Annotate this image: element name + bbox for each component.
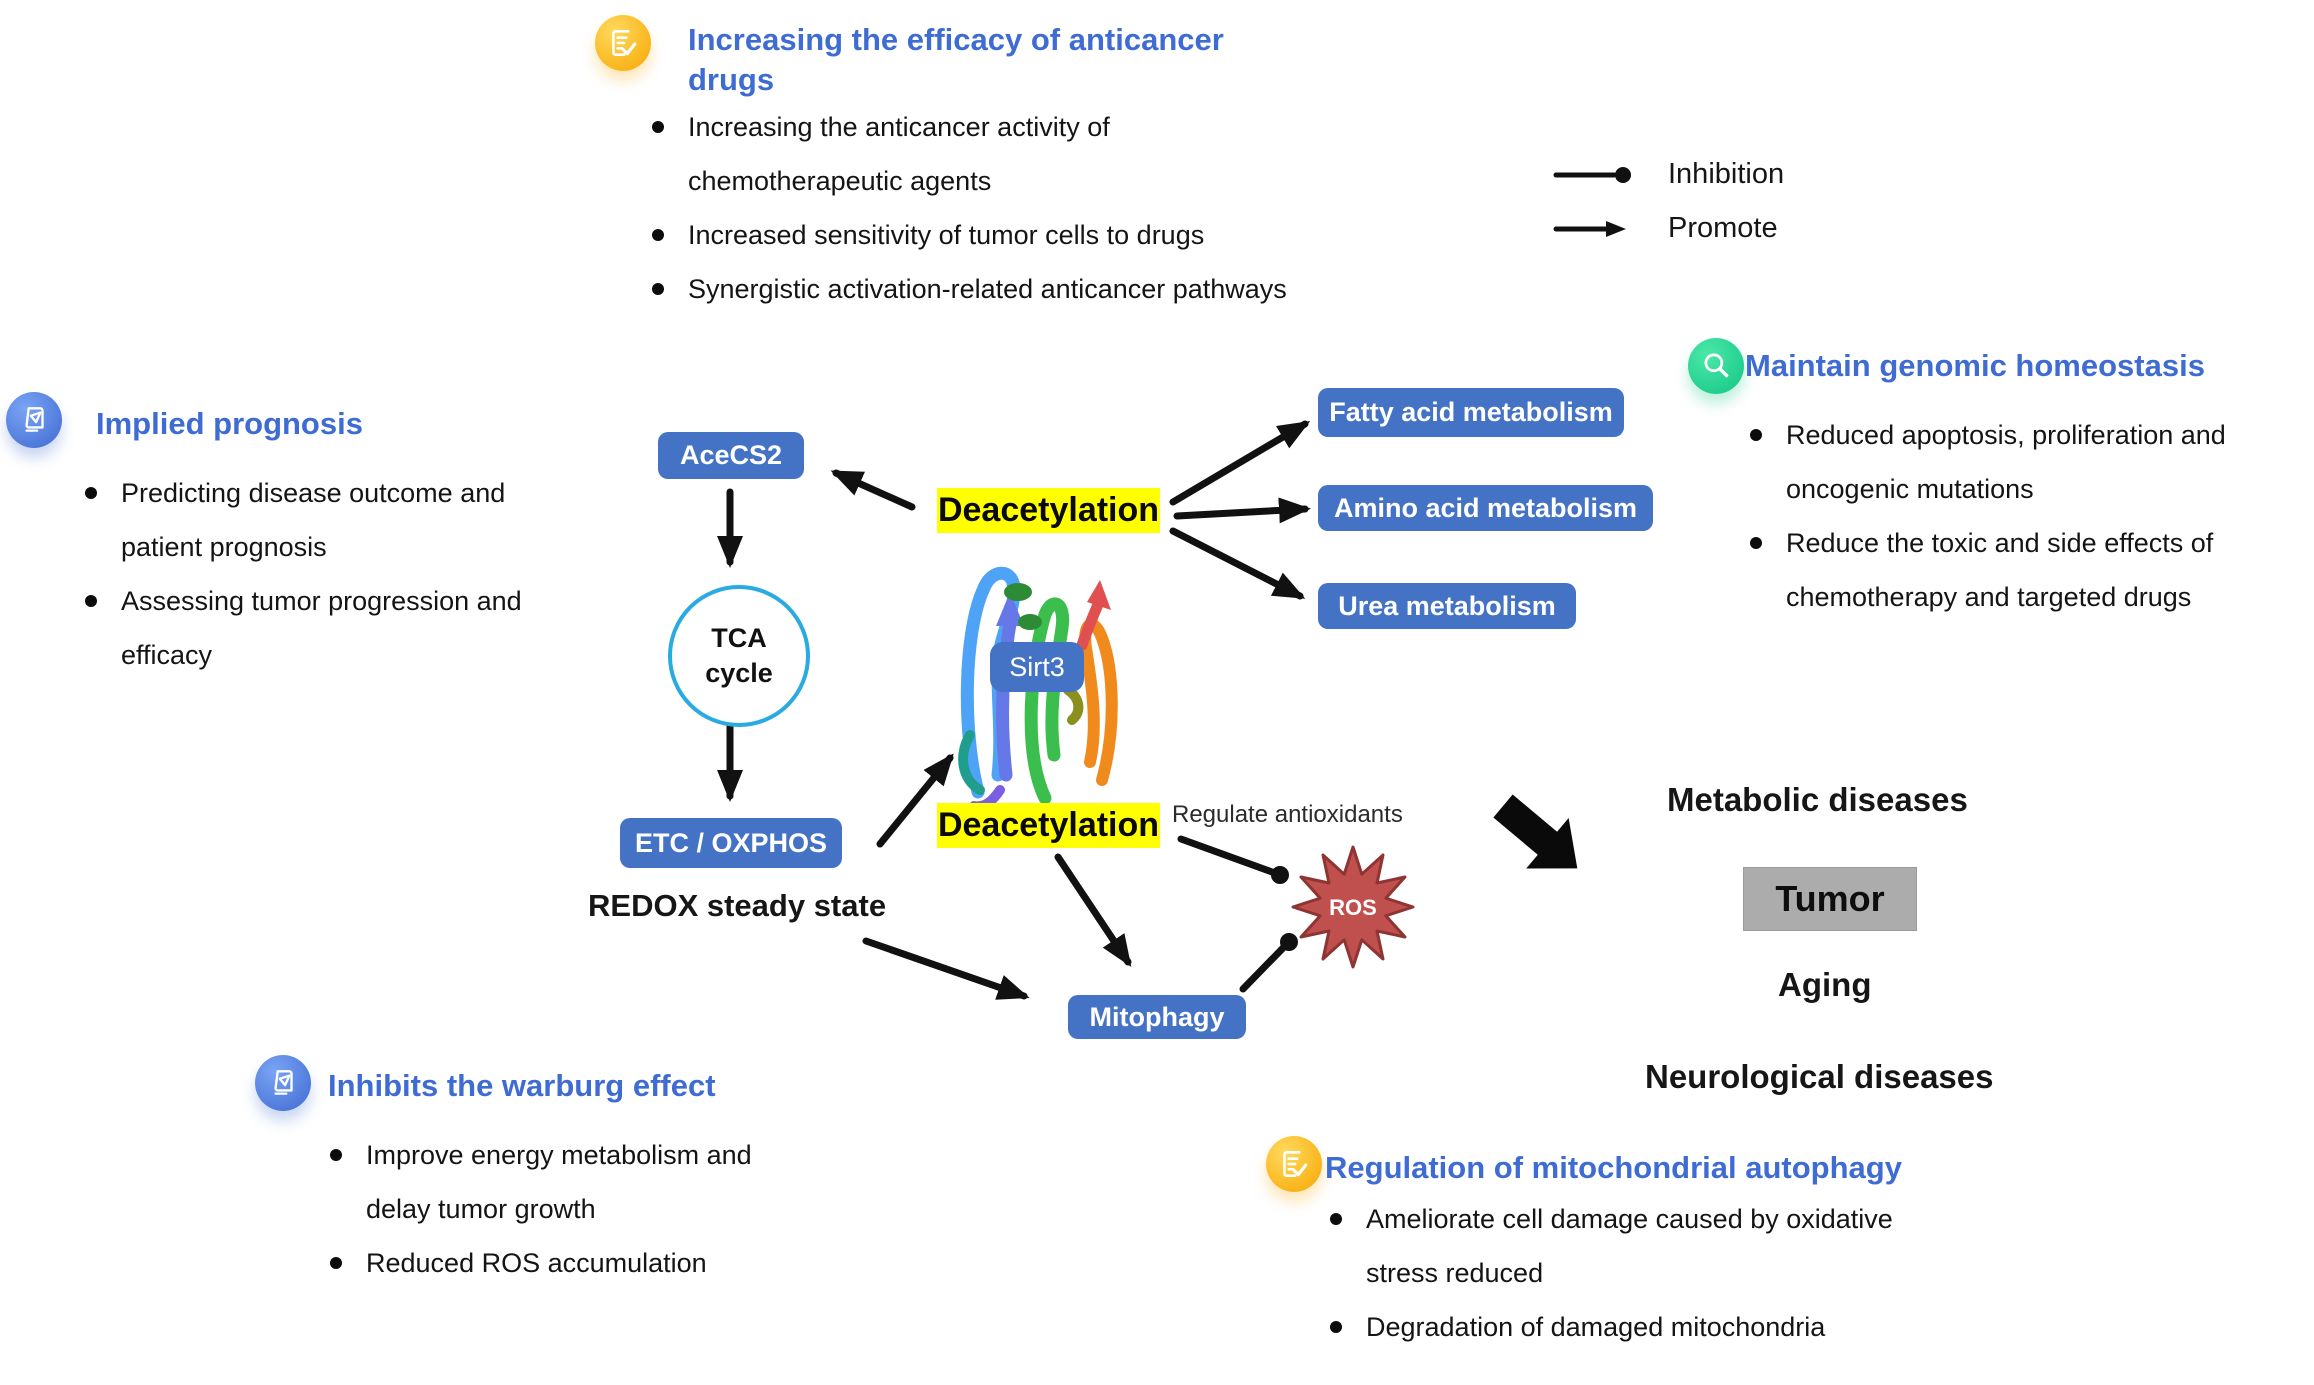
bullet-text: Predicting disease outcome and patient p… (121, 478, 506, 562)
deacetylation-bottom-label: Deacetylation (937, 803, 1160, 848)
inhibition-connectors (1177, 835, 1298, 993)
node-amino-acid-metabolism: Amino acid metabolism (1318, 485, 1653, 531)
list-item: Reduced ROS accumulation (330, 1236, 770, 1290)
scroll-plane-icon (6, 392, 62, 448)
legend-promote-label: Promote (1668, 212, 1778, 244)
node-urea-metabolism: Urea metabolism (1318, 583, 1576, 629)
section-prognosis-title: Implied prognosis (96, 406, 363, 441)
legend-inhibition-label: Inhibition (1668, 158, 1785, 190)
magnifier-icon (1688, 338, 1744, 394)
bullet-text: Reduced ROS accumulation (366, 1248, 707, 1278)
list-item: Predicting disease outcome and patient p… (85, 466, 535, 574)
bullet-text: Assessing tumor progression and efficacy (121, 586, 522, 670)
section-warburg-bullets: Improve energy metabolism and delay tumo… (330, 1128, 770, 1290)
ros-starburst: ROS (1291, 845, 1415, 969)
outcome-aging: Aging (1778, 966, 1872, 1003)
list-item: Increasing the anticancer activity of ch… (652, 100, 1312, 208)
consequence-big-arrow (1493, 794, 1578, 869)
list-item: Ameliorate cell damage caused by oxidati… (1330, 1192, 1920, 1300)
section-autophagy-title: Regulation of mitochondrial autophagy (1325, 1150, 1902, 1185)
bullet-dot (652, 283, 664, 295)
bullet-text: Reduce the toxic and side effects of che… (1786, 528, 2214, 612)
list-item: Degradation of damaged mitochondria (1330, 1300, 1920, 1354)
legend-inhibition: Inhibition (1552, 158, 1784, 191)
bullet-dot (1330, 1321, 1342, 1333)
list-item: Reduced apoptosis, proliferation and onc… (1750, 408, 2250, 516)
bullet-dot (1750, 429, 1762, 441)
section-autophagy-bullets: Ameliorate cell damage caused by oxidati… (1330, 1192, 1920, 1354)
bullet-dot (652, 229, 664, 241)
regulate-antioxidants-label: Regulate antioxidants (1172, 801, 1403, 828)
deacetylation-top-label: Deacetylation (937, 488, 1160, 533)
node-mitophagy: Mitophagy (1068, 995, 1246, 1039)
node-sirt3: Sirt3 (990, 642, 1084, 692)
section-homeostasis-title: Maintain genomic homeostasis (1745, 348, 2205, 383)
bullet-text: Reduced apoptosis, proliferation and onc… (1786, 420, 2226, 504)
bullet-text: Degradation of damaged mitochondria (1366, 1312, 1826, 1342)
bullet-dot (85, 595, 97, 607)
node-fatty-acid-metabolism: Fatty acid metabolism (1318, 388, 1624, 437)
bullet-dot (330, 1257, 342, 1269)
inhibition-line-icon (1553, 166, 1631, 183)
node-tca-cycle: TCA cycle (668, 585, 810, 727)
section-anticancer-bullets: Increasing the anticancer activity of ch… (652, 100, 1312, 316)
bullet-dot (1750, 537, 1762, 549)
outcome-neurological-diseases: Neurological diseases (1645, 1058, 1994, 1095)
bullet-text: Increasing the anticancer activity of ch… (688, 112, 1110, 196)
bullet-text: Improve energy metabolism and delay tumo… (366, 1140, 752, 1224)
list-item: Assessing tumor progression and efficacy (85, 574, 535, 682)
bullet-dot (652, 121, 664, 133)
ros-label: ROS (1329, 895, 1377, 920)
bullet-dot (330, 1149, 342, 1161)
bullet-text: Increased sensitivity of tumor cells to … (688, 220, 1205, 250)
redox-steady-state-label: REDOX steady state (588, 888, 887, 923)
bullet-text: Synergistic activation-related anticance… (688, 274, 1287, 304)
promote-arrow-icon (1553, 220, 1626, 237)
node-etc-oxphos: ETC / OXPHOS (620, 818, 842, 868)
legend-promote: Promote (1552, 212, 1778, 245)
clipboard-check-icon (1266, 1136, 1322, 1192)
list-item: Improve energy metabolism and delay tumo… (330, 1128, 770, 1236)
section-prognosis-bullets: Predicting disease outcome and patient p… (85, 466, 535, 682)
outcome-tumor: Tumor (1743, 867, 1917, 931)
outcome-metabolic-diseases: Metabolic diseases (1667, 781, 1968, 818)
list-item: Increased sensitivity of tumor cells to … (652, 208, 1312, 262)
scroll-plane-icon (255, 1055, 311, 1111)
clipboard-check-icon (595, 15, 651, 71)
list-item: Reduce the toxic and side effects of che… (1750, 516, 2250, 624)
bullet-dot (1330, 1213, 1342, 1225)
bullet-text: Ameliorate cell damage caused by oxidati… (1366, 1204, 1893, 1288)
bullet-dot (85, 487, 97, 499)
section-anticancer-title: Increasing the efficacy of anticancer dr… (688, 22, 1224, 98)
tca-cycle-label: TCA cycle (705, 622, 773, 688)
section-warburg-title: Inhibits the warburg effect (328, 1068, 716, 1103)
section-homeostasis-bullets: Reduced apoptosis, proliferation and onc… (1750, 408, 2250, 624)
list-item: Synergistic activation-related anticance… (652, 262, 1312, 316)
node-acecs2: AceCS2 (658, 432, 804, 479)
